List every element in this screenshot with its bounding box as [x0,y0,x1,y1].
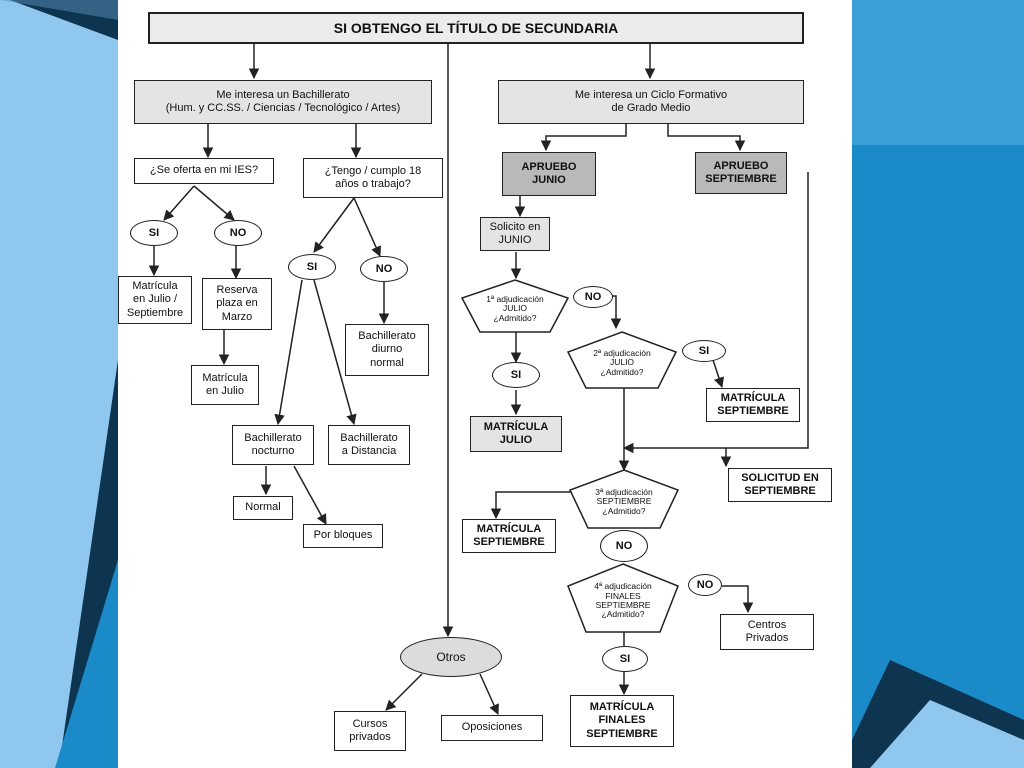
matricula-julio: Matrícula en Julio [191,365,259,405]
adjudicacion-2-text: 2ª adjudicación JULIO ¿Admitido? [593,347,651,377]
bachillerato-distancia: Bachillerato a Distancia [328,425,410,465]
adj1-no-oval: NO [573,286,613,308]
matricula-septiembre-b: MATRÍCULA SEPTIEMBRE [462,519,556,553]
adjudicacion-2-decision: 2ª adjudicación JULIO ¿Admitido? [566,330,678,390]
age-yes-oval: SI [288,254,336,280]
matricula-finales-septiembre: MATRÍCULA FINALES SEPTIEMBRE [570,695,674,747]
ciclo-heading: Me interesa un Ciclo Formativo de Grado … [498,80,804,124]
matricula-julio-ciclo: MATRÍCULA JULIO [470,416,562,452]
matricula-julio-septiembre: Matrícula en Julio / Septiembre [118,276,192,324]
opcion-por-bloques: Por bloques [303,524,383,548]
cursos-privados: Cursos privados [334,711,406,751]
bachillerato-nocturno: Bachillerato nocturno [232,425,314,465]
question-ies-offer: ¿Se oferta en mi IES? [134,158,274,184]
question-age-work: ¿Tengo / cumplo 18 años o trabajo? [303,158,443,198]
bachillerato-heading: Me interesa un Bachillerato (Hum. y CC.S… [134,80,432,124]
centros-privados: Centros Privados [720,614,814,650]
page-title: SI OBTENGO EL TÍTULO DE SECUNDARIA [148,12,804,44]
aprueba-septiembre: APRUEBO SEPTIEMBRE [695,152,787,194]
oposiciones: Oposiciones [441,715,543,741]
solicitud-en-septiembre: SOLICITUD EN SEPTIEMBRE [728,468,832,502]
adjudicacion-1-decision: 1ª adjudicación JULIO ¿Admitido? [460,278,570,334]
adj4-yes-oval: SI [602,646,648,672]
adj2-yes-oval: SI [682,340,726,362]
adjudicacion-4-text: 4ª adjudicación FINALES SEPTIEMBRE ¿Admi… [594,581,652,620]
adjudicacion-4-decision: 4ª adjudicación FINALES SEPTIEMBRE ¿Admi… [566,562,680,634]
solicito-junio: Solicito en JUNIO [480,217,550,251]
opcion-normal: Normal [233,496,293,520]
ies-yes-oval: SI [130,220,178,246]
adjudicacion-3-decision: 3ª adjudicación SEPTIEMBRE ¿Admitido? [568,468,680,530]
bachillerato-diurno: Bachillerato diurno normal [345,324,429,376]
adj4-no-oval: NO [688,574,722,596]
reserva-plaza-marzo: Reserva plaza en Marzo [202,278,272,330]
ies-no-oval: NO [214,220,262,246]
adj3-no-oval: NO [600,530,648,562]
age-no-oval: NO [360,256,408,282]
adjudicacion-1-text: 1ª adjudicación JULIO ¿Admitido? [486,293,544,323]
adjudicacion-3-text: 3ª adjudicación SEPTIEMBRE ¿Admitido? [595,486,653,516]
aprueba-junio: APRUEBO JUNIO [502,152,596,196]
adj1-yes-oval: SI [492,362,540,388]
matricula-septiembre-a: MATRÍCULA SEPTIEMBRE [706,388,800,422]
flow-connectors [148,44,809,715]
otros-oval: Otros [400,637,502,677]
